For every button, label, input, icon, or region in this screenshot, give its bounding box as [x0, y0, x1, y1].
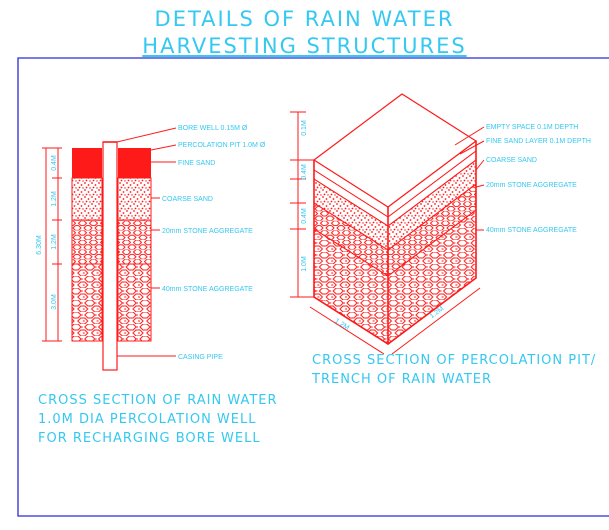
pit-caption-line-1: CROSS SECTION OF PERCOLATION PIT/: [312, 353, 597, 368]
pit-callout-40mm-stone: 40mm STONE AGGREGATE: [486, 227, 577, 234]
well-40mm-stone-left: [71, 263, 103, 342]
well-caption-line-2: 1.0M DIA PERCOLATION WELL: [38, 412, 257, 427]
casing-pipe: [102, 141, 118, 371]
pit-dim-stone40: 1.0M: [301, 256, 308, 272]
pit-callout-coarse-sand: COARSE SAND: [486, 157, 537, 164]
percolation-pit-section: [290, 93, 485, 355]
well-40mm-stone-right: [117, 263, 152, 342]
sheet-frame: [17, 57, 609, 517]
well-caption-line-1: CROSS SECTION OF RAIN WATER: [38, 393, 278, 408]
well-callout-40mm-stone: 40mm STONE AGGREGATE: [162, 286, 253, 293]
well-callout-fine-sand: FINE SAND: [178, 160, 215, 167]
well-callout-percolation-pit: PERCOLATION PIT 1.0M Ø: [178, 142, 266, 149]
well-dim-stone20: 1.2M: [51, 234, 58, 250]
well-callout-20mm-stone: 20mm STONE AGGREGATE: [162, 228, 253, 235]
sheet-title-line-1: DETAILS OF RAIN WATER: [154, 7, 455, 31]
pit-dim-empty: 0.1M: [301, 120, 308, 136]
pit-callout-empty-space: EMPTY SPACE 0.1M DEPTH: [486, 124, 578, 131]
pit-caption-line-2: TRENCH OF RAIN WATER: [312, 372, 493, 387]
well-callout-bore-well: BORE WELL 0.15M Ø: [178, 125, 248, 132]
well-fine-sand-left: [72, 148, 102, 178]
pit-dim-coarse: 0.4M: [301, 164, 308, 180]
well-coarse-sand-right: [117, 177, 152, 221]
well-dim-total: 6.30M: [36, 235, 43, 255]
well-dim-fine: 0.4M: [51, 155, 58, 171]
pit-callout-fine-sand-layer: FINE SAND LAYER 0.1M DEPTH: [486, 138, 591, 145]
well-callout-casing-pipe: CASING PIPE: [178, 354, 223, 361]
pit-caption: CROSS SECTION OF PERCOLATION PIT/ TRENCH…: [312, 351, 596, 389]
well-20mm-stone-right: [117, 219, 152, 265]
well-coarse-sand-left: [71, 177, 103, 221]
well-20mm-stone-left: [71, 219, 103, 265]
well-dim-coarse: 1.2M: [51, 191, 58, 207]
pit-dim-stone20: 0.4M: [301, 208, 308, 224]
sheet-title-line-2: HARVESTING STRUCTURES: [142, 34, 467, 58]
percolation-well-section: [42, 127, 177, 371]
well-callout-coarse-sand: COARSE SAND: [162, 196, 213, 203]
well-fine-sand-right: [118, 148, 151, 178]
well-dim-stone40: 3.0M: [51, 294, 58, 310]
well-caption-line-3: FOR RECHARGING BORE WELL: [38, 431, 261, 446]
pit-callout-20mm-stone: 20mm STONE AGGREGATE: [486, 182, 577, 189]
well-caption: CROSS SECTION OF RAIN WATER 1.0M DIA PER…: [38, 391, 278, 448]
pit-dim-length: 1.2M: [333, 318, 350, 332]
